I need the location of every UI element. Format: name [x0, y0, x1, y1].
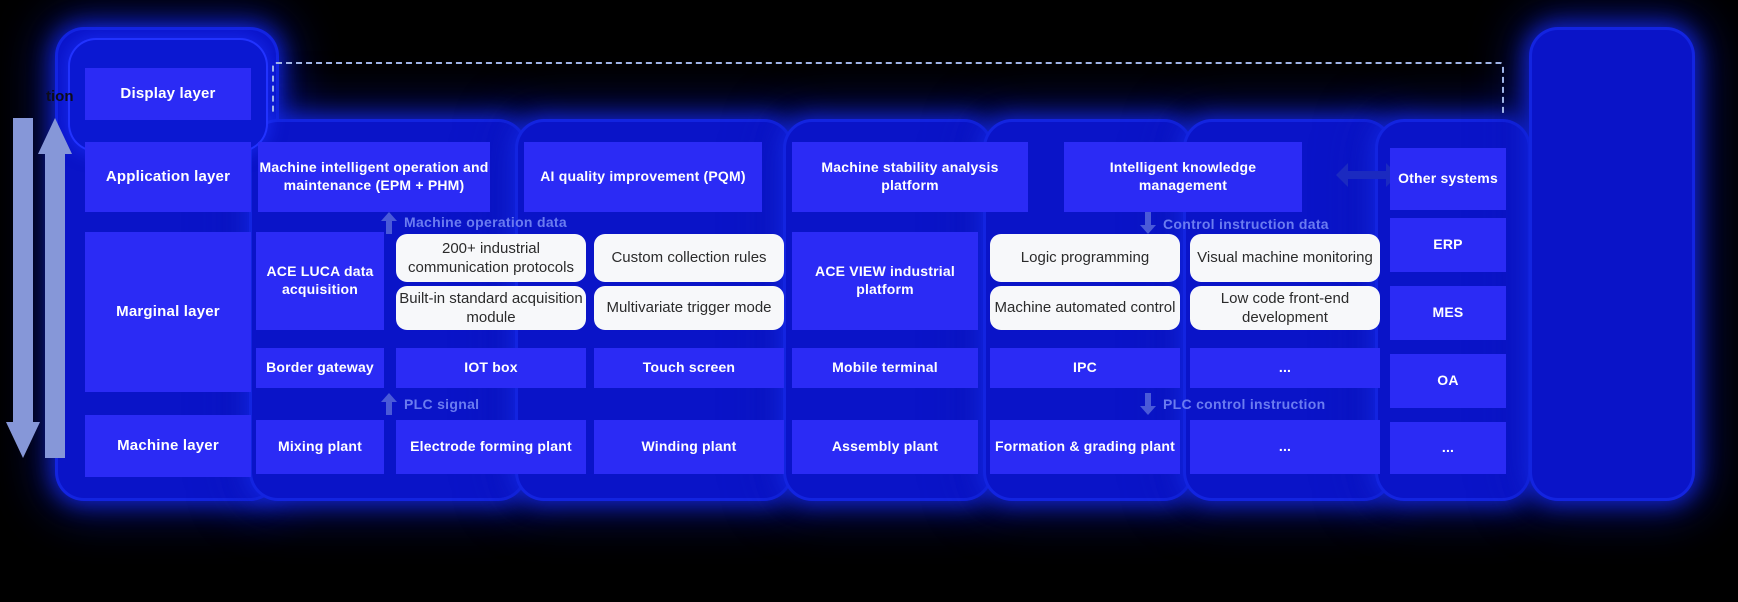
platform-ace-luca[interactable]: ACE LUCA data acquisition: [256, 232, 384, 330]
control-instruction-data-arrow: [1140, 212, 1156, 234]
plant-assembly[interactable]: Assembly plant: [792, 420, 978, 474]
plant-mixing[interactable]: Mixing plant: [256, 420, 384, 474]
pill-protocols[interactable]: 200+ industrial communication protocols: [396, 234, 586, 282]
plant-winding[interactable]: Winding plant: [594, 420, 784, 474]
pill-collection-rules[interactable]: Custom collection rules: [594, 234, 784, 282]
pill-acquisition-module[interactable]: Built-in standard acquisition module: [396, 286, 586, 330]
device-border-gateway[interactable]: Border gateway: [256, 348, 384, 388]
pill-logic-programming[interactable]: Logic programming: [990, 234, 1180, 282]
pill-low-code-dev[interactable]: Low code front-end development: [1190, 286, 1380, 330]
system-other[interactable]: Other systems: [1390, 148, 1506, 210]
bidirectional-arrow: [1336, 163, 1398, 187]
system-more[interactable]: ...: [1390, 422, 1506, 474]
display-connector-dashed: [272, 62, 1504, 114]
app-card-pqm[interactable]: AI quality improvement (PQM): [524, 142, 762, 212]
pill-automated-control[interactable]: Machine automated control: [990, 286, 1180, 330]
device-touch-screen[interactable]: Touch screen: [594, 348, 784, 388]
shell-right-systems: [1532, 30, 1692, 498]
app-card-epm-phm[interactable]: Machine intelligent operation and mainte…: [258, 142, 490, 212]
system-mes[interactable]: MES: [1390, 286, 1506, 340]
machine-operation-data-arrow: [381, 212, 397, 234]
layer-label-display: Display layer: [85, 68, 251, 120]
system-erp[interactable]: ERP: [1390, 218, 1506, 272]
plant-more[interactable]: ...: [1190, 420, 1380, 474]
pill-visual-monitoring[interactable]: Visual machine monitoring: [1190, 234, 1380, 282]
platform-ace-view[interactable]: ACE VIEW industrial platform: [792, 232, 978, 330]
app-card-knowledge[interactable]: Intelligent knowledge management: [1064, 142, 1302, 212]
layer-label-machine: Machine layer: [85, 415, 251, 477]
flow-label-plc-signal: PLC signal: [404, 396, 480, 412]
cropped-edge-text: tion: [46, 88, 74, 105]
plc-signal-arrow: [381, 393, 397, 415]
app-card-stability[interactable]: Machine stability analysis platform: [792, 142, 1028, 212]
device-iot-box[interactable]: IOT box: [396, 348, 586, 388]
device-more[interactable]: ...: [1190, 348, 1380, 388]
plant-electrode[interactable]: Electrode forming plant: [396, 420, 586, 474]
system-oa[interactable]: OA: [1390, 354, 1506, 408]
flow-label-control-instruction-data: Control instruction data: [1163, 216, 1329, 232]
flow-label-machine-operation-data: Machine operation data: [404, 214, 567, 230]
downward-flow-arrow: [6, 118, 40, 458]
device-mobile-terminal[interactable]: Mobile terminal: [792, 348, 978, 388]
pill-trigger-mode[interactable]: Multivariate trigger mode: [594, 286, 784, 330]
plant-formation[interactable]: Formation & grading plant: [990, 420, 1180, 474]
plc-control-instruction-arrow: [1140, 393, 1156, 415]
layer-label-application: Application layer: [85, 142, 251, 212]
device-ipc[interactable]: IPC: [990, 348, 1180, 388]
flow-label-plc-control-instruction: PLC control instruction: [1163, 396, 1326, 412]
layer-label-marginal: Marginal layer: [85, 232, 251, 392]
upward-flow-arrow: [38, 118, 72, 458]
